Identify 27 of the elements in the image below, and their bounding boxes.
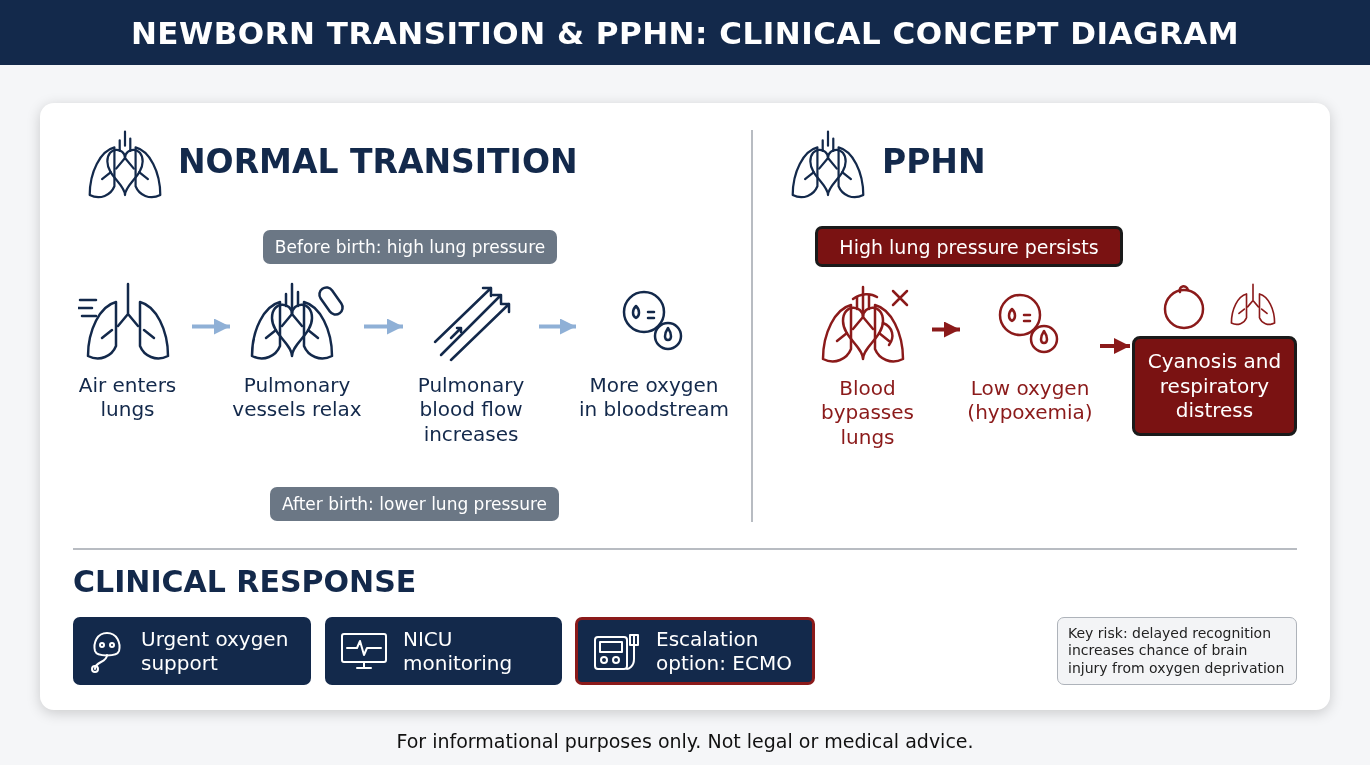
section-heading: CLINICAL RESPONSE [73, 564, 417, 599]
step-label: Air enters lungs [77, 373, 178, 422]
status-pill: After birth: lower lung pressure [270, 487, 559, 521]
section-heading: PPHN [882, 142, 986, 181]
footer-note: For informational purposes only. Not legal or medical advice. [395, 730, 975, 752]
response-card [73, 617, 311, 685]
section-heading: NORMAL TRANSITION [178, 142, 578, 181]
alert-banner: High lung pressure persists [815, 226, 1123, 267]
response-label: Escalation option: ECMO [656, 626, 793, 676]
arrow [539, 318, 576, 335]
response-label: Urgent oxygen support [141, 626, 290, 676]
step-label: Low oxygen (hypoxemia) [966, 376, 1094, 425]
title: NEWBORN TRANSITION & PPHN: CLINICAL CONCEPT DIAGRAM [130, 14, 1240, 51]
step-label: More oxygen in bloodstream [578, 373, 730, 422]
response-card [325, 617, 562, 685]
step-label: Blood bypasses lungs [819, 376, 915, 450]
step-label: Pulmonary vessels relax [232, 373, 362, 422]
response-card [575, 617, 815, 685]
step-label: Pulmonary blood flow increases [416, 373, 526, 447]
arrow [932, 321, 960, 338]
note-box: Key risk: delayed recognition increases chance of brain injury from oxygen deprivation [1057, 617, 1297, 685]
response-label: NICU monitoring [403, 626, 514, 676]
arrow [364, 318, 403, 335]
arrow [192, 318, 230, 335]
status-pill: Before birth: high lung pressure [263, 230, 557, 264]
alert-box: Cyanosis and respiratory distress [1132, 336, 1297, 436]
arrow [1100, 338, 1130, 354]
